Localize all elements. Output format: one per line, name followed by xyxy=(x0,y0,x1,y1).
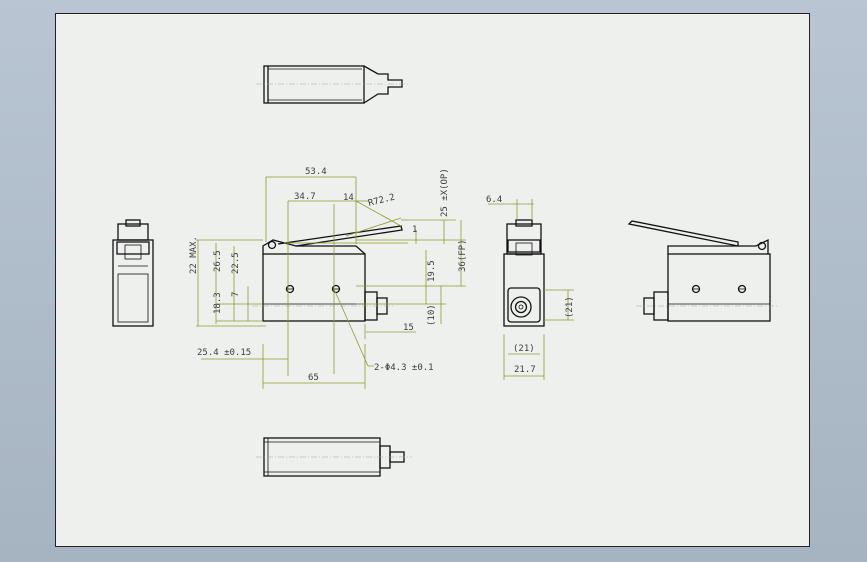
bottom-view xyxy=(256,437,412,477)
dim-22-5: 22.5 xyxy=(231,252,241,274)
dim-7: 7 xyxy=(231,292,241,297)
dim-14: 14 xyxy=(343,193,354,203)
dim-10: (10) xyxy=(427,304,437,326)
dim-34-7: 34.7 xyxy=(294,192,316,202)
dim-26-5: 26.5 xyxy=(213,250,223,272)
dim-15: 15 xyxy=(403,323,414,333)
dim-25-4: 25.4 ±0.15 xyxy=(197,348,251,358)
dim-65: 65 xyxy=(308,373,319,383)
top-view xyxy=(256,65,408,104)
left-side-view xyxy=(112,219,154,327)
dim-r72-2: R72.2 xyxy=(367,193,396,209)
dim-22max: 22 MAX. xyxy=(189,236,199,274)
technical-drawing: 53.4 34.7 14 R72.2 1 25 ±X(OP) 36(FP) 19… xyxy=(112,65,778,477)
dim-21-bottom: (21) xyxy=(513,344,535,354)
dim-holes: 2-Φ4.3 ±0.1 xyxy=(374,363,434,373)
dim-21-right: (21) xyxy=(565,296,575,318)
right-side-view xyxy=(488,199,574,380)
dim-6-4: 6.4 xyxy=(486,195,502,205)
dim-1: 1 xyxy=(412,225,417,235)
rear-view xyxy=(627,220,778,322)
dim-18-3: 18.3 xyxy=(213,292,223,314)
dim-19-5: 19.5 xyxy=(427,260,437,282)
dim-36-fp: 36(FP) xyxy=(458,239,468,272)
dim-25-op: 25 ±X(OP) xyxy=(440,168,450,217)
drawing-sheet: 53.4 34.7 14 R72.2 1 25 ±X(OP) 36(FP) 19… xyxy=(55,13,810,547)
dim-53-4: 53.4 xyxy=(305,167,327,177)
front-view xyxy=(196,176,466,389)
dim-21-7: 21.7 xyxy=(514,365,536,375)
